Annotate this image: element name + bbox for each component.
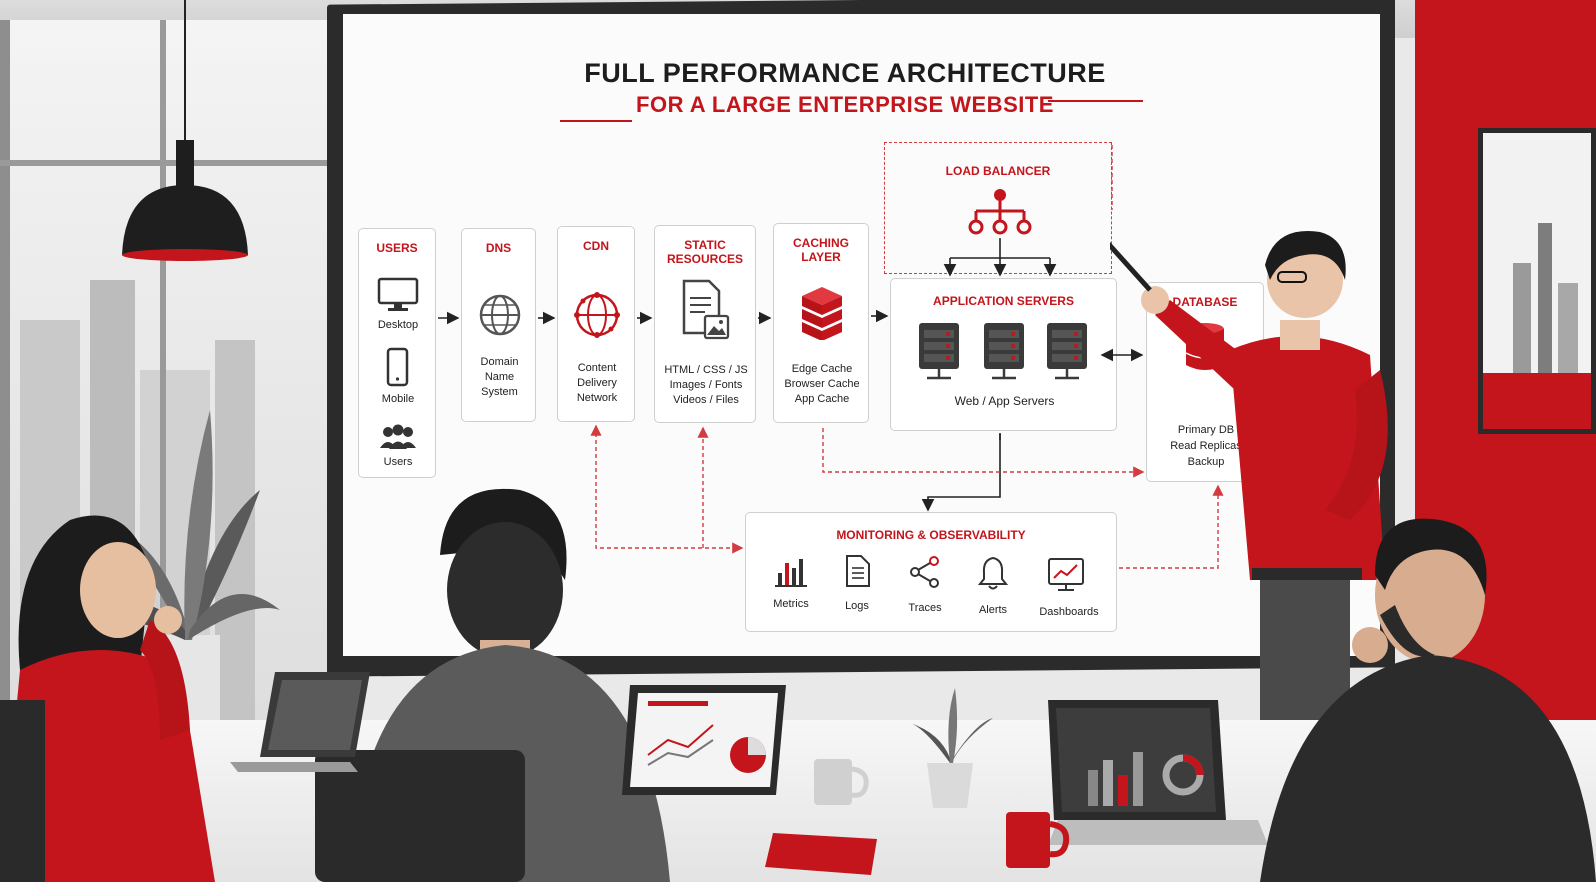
document-image-icon (682, 279, 730, 340)
flow-arrows (438, 238, 1144, 512)
application-servers-title: APPLICATION SERVERS (933, 294, 1074, 308)
bar-chart-icon (775, 559, 807, 587)
database-line-1: Primary DB (1177, 424, 1235, 436)
network-globe-icon (574, 292, 620, 338)
log-document-icon (846, 555, 870, 587)
office-chair-left (0, 700, 45, 882)
server-icon (984, 323, 1024, 380)
dns-line-3: System (481, 386, 518, 398)
coffee-mug-gray (814, 759, 869, 805)
static-line-2: Images / Fonts (669, 379, 743, 391)
office-chair-center (315, 750, 525, 882)
title-underline-left (560, 120, 632, 122)
monitoring-alerts-label: Alerts (978, 604, 1008, 616)
server-icons-row (919, 323, 1087, 380)
laptop-right (1048, 700, 1268, 845)
static-resources-title: STATIC RESOURCES (666, 238, 743, 266)
laptop-left (230, 672, 370, 772)
picture-skyline (1483, 223, 1591, 429)
pendant-lamp (122, 0, 248, 261)
database-stack-icon (802, 287, 842, 340)
hierarchy-icon (968, 189, 1032, 235)
users-desktop-label: Desktop (377, 319, 419, 331)
title-underline-right (1048, 100, 1143, 102)
static-resources-box: STATIC RESOURCES HTML / CSS / JS Images … (654, 225, 756, 423)
share-nodes-icon (910, 556, 939, 588)
monitoring-traces-label: Traces (908, 602, 942, 614)
bell-icon (978, 556, 1008, 590)
coffee-mug-red (1006, 812, 1070, 868)
diagram-title: FULL PERFORMANCE ARCHITECTURE (584, 58, 1106, 88)
laptop-center (622, 685, 786, 795)
monitoring-logs-label: Logs (845, 600, 869, 612)
dashboard-monitor-icon (1048, 558, 1084, 591)
cdn-line-3: Network (576, 392, 618, 404)
red-notebook (765, 833, 877, 875)
server-icon (1047, 323, 1087, 380)
dns-box: DNS Domain Name System (461, 228, 536, 422)
caching-layer-box: CACHING LAYER Edge Cache Browser Cache A… (773, 223, 869, 423)
database-title: DATABASE (1172, 295, 1238, 309)
dns-line-1: Domain (480, 356, 519, 368)
caching-layer-title: CACHING LAYER (793, 236, 849, 264)
globe-icon (479, 294, 521, 336)
wall-picture (1478, 128, 1596, 434)
caching-line-3: App Cache (794, 393, 850, 405)
database-line-2: Read Replicas (1170, 440, 1242, 452)
users-mobile-label: Mobile (381, 393, 415, 405)
users-users-label: Users (383, 456, 413, 468)
application-servers-box: APPLICATION SERVERS Web / App Server (890, 278, 1117, 431)
static-line-3: Videos / Files (673, 394, 739, 406)
dns-line-2: Name (484, 371, 515, 383)
mobile-icon (386, 347, 409, 387)
cdn-title: CDN (583, 239, 609, 253)
static-line-1: HTML / CSS / JS (664, 364, 748, 376)
cdn-box: CDN Content Delivery Network (557, 226, 635, 422)
desk-plant (910, 688, 993, 808)
users-box: USERS Desktop Mobile Users (358, 228, 436, 478)
dns-title: DNS (485, 241, 512, 255)
users-title: USERS (376, 241, 418, 255)
diagram-subtitle: FOR A LARGE ENTERPRISE WEBSITE (636, 92, 1054, 117)
desktop-icon (377, 277, 419, 311)
server-icon (919, 323, 959, 380)
database-line-3: Backup (1187, 456, 1225, 468)
monitoring-box: MONITORING & OBSERVABILITY Metrics Logs … (745, 512, 1117, 632)
users-icon (380, 424, 416, 449)
seated-woman (0, 515, 215, 882)
seated-man-right (1260, 518, 1596, 882)
monitoring-dashboards-label: Dashboards (1039, 606, 1099, 618)
caching-line-1: Edge Cache (791, 363, 853, 375)
application-servers-caption: Web / App Servers (954, 394, 1055, 408)
load-balancer-title: LOAD BALANCER (945, 164, 1051, 178)
cdn-line-2: Delivery (577, 377, 617, 389)
caching-line-2: Browser Cache (784, 378, 860, 390)
monitoring-dashed-links (590, 145, 1224, 569)
monitoring-title: MONITORING & OBSERVABILITY (836, 528, 1026, 542)
monitoring-metrics-label: Metrics (773, 598, 809, 610)
cdn-line-1: Content (577, 362, 617, 374)
